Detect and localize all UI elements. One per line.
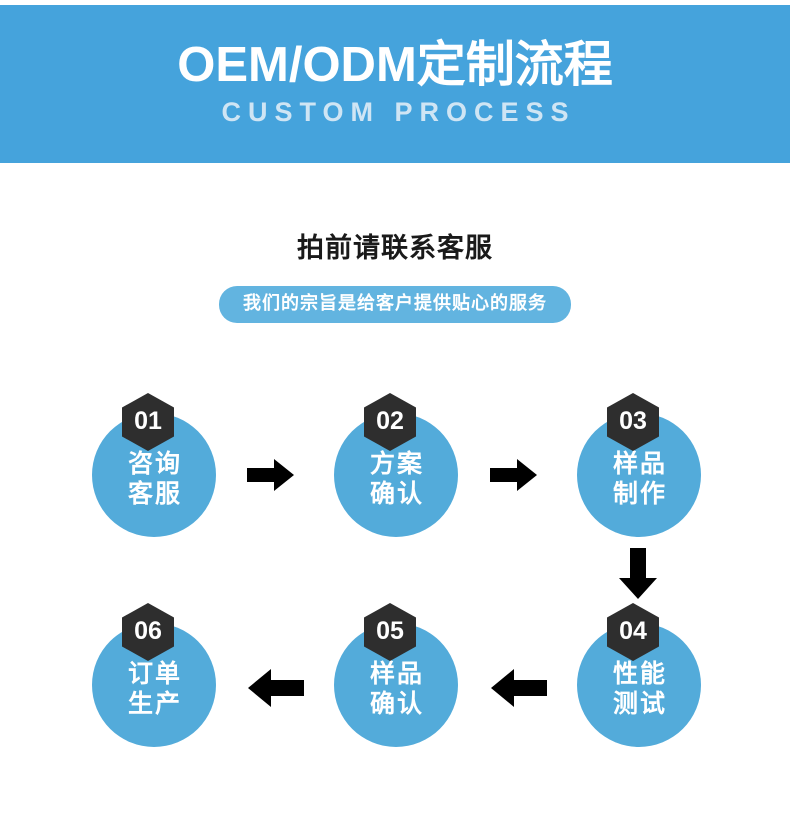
step-number-03: 03 [619, 406, 647, 435]
step-label-line2-01: 客服 [127, 480, 182, 508]
arrow-left-icon-1 [490, 668, 548, 708]
step-number-06: 06 [134, 616, 162, 645]
process-flow-diagram: 咨询 客服 01 方案 确认 02 样品 制作 03 性能 测试 0 [0, 370, 790, 770]
process-step-02[interactable]: 方案 确认 02 [334, 393, 458, 537]
step-number-hexagon-03: 03 [607, 393, 659, 451]
step-label-line1-05: 样品 [369, 659, 424, 688]
step-label-line1-01: 咨询 [127, 449, 182, 478]
intro-section: 拍前请联系客服 我们的宗旨是给客户提供贴心的服务 [0, 232, 790, 324]
step-number-05: 05 [376, 616, 404, 645]
step-number-01: 01 [134, 406, 162, 435]
step-label-line1-06: 订单 [127, 659, 182, 688]
intro-pill-wrapper: 我们的宗旨是给客户提供贴心的服务 [0, 286, 790, 324]
step-label-line1-03: 样品 [612, 449, 667, 478]
step-label-line2-04: 测试 [612, 690, 667, 718]
process-step-05[interactable]: 样品 确认 05 [334, 603, 458, 747]
step-number-hexagon-06: 06 [122, 603, 174, 661]
step-label-line2-02: 确认 [369, 480, 424, 508]
arrow-right-icon-1 [247, 458, 295, 492]
step-number-hexagon-05: 05 [364, 603, 416, 661]
page-subtitle: CUSTOM PROCESS [221, 97, 576, 128]
step-label-line2-05: 确认 [369, 690, 424, 718]
arrow-down-icon-1 [616, 548, 660, 600]
step-label-line2-06: 生产 [127, 690, 182, 718]
step-number-04: 04 [619, 616, 647, 645]
header-banner: OEM/ODM定制流程 CUSTOM PROCESS [0, 5, 790, 163]
process-step-01[interactable]: 咨询 客服 01 [92, 393, 216, 537]
arrow-right-icon-2 [490, 458, 538, 492]
step-label-line1-04: 性能 [612, 659, 667, 688]
page-title: OEM/ODM定制流程 [177, 37, 613, 92]
service-promise-badge: 我们的宗旨是给客户提供贴心的服务 [219, 286, 571, 324]
step-label-line2-03: 制作 [612, 480, 667, 508]
arrow-left-icon-2 [247, 668, 305, 708]
process-step-04[interactable]: 性能 测试 04 [577, 603, 701, 747]
step-number-02: 02 [376, 406, 404, 435]
step-number-hexagon-04: 04 [607, 603, 659, 661]
step-label-line1-02: 方案 [369, 449, 424, 478]
intro-heading: 拍前请联系客服 [297, 233, 493, 263]
process-step-03[interactable]: 样品 制作 03 [577, 393, 701, 537]
process-step-06[interactable]: 订单 生产 06 [92, 603, 216, 747]
